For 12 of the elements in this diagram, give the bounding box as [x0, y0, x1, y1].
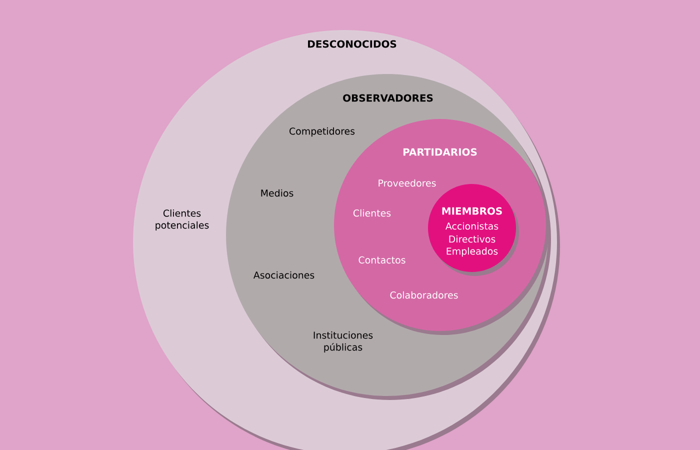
- group-label: Clientes potenciales: [156, 209, 209, 231]
- group-label: Instituciones públicas: [314, 331, 373, 353]
- group-label: Proveedores: [378, 179, 436, 187]
- group-label: Clientes: [353, 209, 391, 217]
- group-label: Asociaciones: [253, 271, 314, 279]
- group-label: Medios: [261, 189, 294, 197]
- group-label: Contactos: [358, 256, 406, 264]
- circle-heading: OBSERVADORES: [343, 94, 433, 102]
- circle-heading: DESCONOCIDOS: [308, 40, 396, 48]
- group-label: Colaboradores: [390, 291, 458, 299]
- circle-heading: PARTIDARIOS: [404, 148, 477, 156]
- group-label: Competidores: [290, 127, 355, 137]
